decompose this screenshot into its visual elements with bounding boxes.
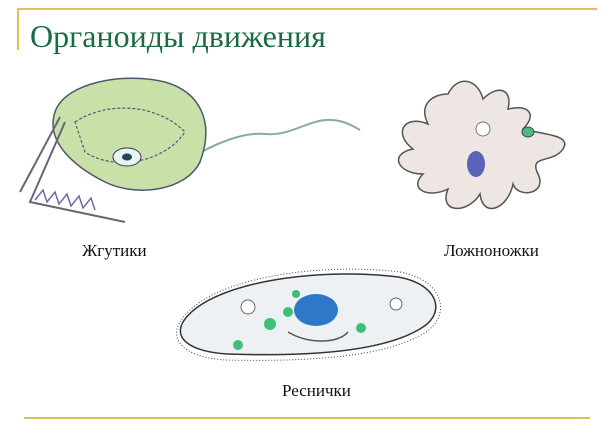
amoeba-illustration xyxy=(397,80,566,210)
flagellate-illustration xyxy=(19,77,361,223)
bottom-accent-line xyxy=(24,417,590,419)
slide-title: Органоиды движения xyxy=(30,18,326,54)
label-flagella: Жгутики xyxy=(82,241,147,260)
top-accent-line xyxy=(17,8,597,10)
label-cilia: Реснички xyxy=(282,381,351,400)
left-accent-line xyxy=(17,8,19,50)
label-pseudopodia: Ложноножки xyxy=(444,241,539,260)
paramecium-illustration xyxy=(176,268,442,361)
